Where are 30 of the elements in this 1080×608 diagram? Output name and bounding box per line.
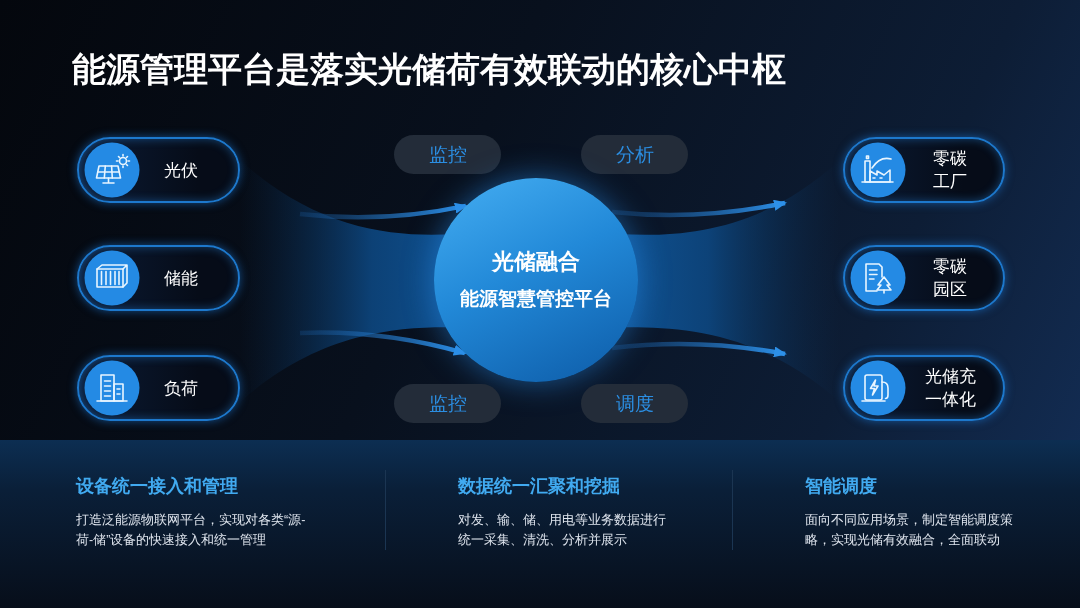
node-label: 零碳园区 [932,256,968,301]
node-label: 光储充一体化 [924,366,976,411]
arrow [611,199,787,218]
tag-pill: 调度 [581,384,688,423]
circle-subtitle: 能源智慧管控平台 [460,287,612,311]
pill-node [77,245,240,311]
section-text: 面向不同应用场景，制定智能调度策略，实现光储有效融合，全面联动 [805,512,1013,549]
section-text: 对发、输、储、用电等业务数据进行统一采集、清洗、分析并展示 [458,512,666,549]
page-title: 能源管理平台是落实光储荷有效联动的核心中枢 [72,50,786,90]
section-heading: 数据统一汇聚和挖掘 [458,475,620,498]
section-text: 打造泛能源物联网平台，实现对各类“源-荷-储”设备的快速接入和统一管理 [76,512,307,549]
tag-pill: 监控 [394,135,501,174]
tag-pill: 分析 [581,135,688,174]
arrow [611,341,787,358]
arrow [299,202,468,220]
node-label: 储能 [163,267,198,290]
node-label: 光伏 [163,159,198,182]
pill-node [843,355,1005,421]
node-label: 负荷 [163,377,198,400]
section-heading: 设备统一接入和管理 [76,475,238,498]
pill-node [77,355,240,421]
node-label: 零碳工厂 [932,148,968,193]
tag-pill: 监控 [394,384,501,423]
pill-node [843,137,1005,203]
pill-node [77,137,240,203]
circle-title: 光储融合 [492,248,580,276]
arrow [299,330,467,356]
center-circle [434,178,638,382]
pill-node [843,245,1005,311]
section-heading: 智能调度 [805,475,877,498]
